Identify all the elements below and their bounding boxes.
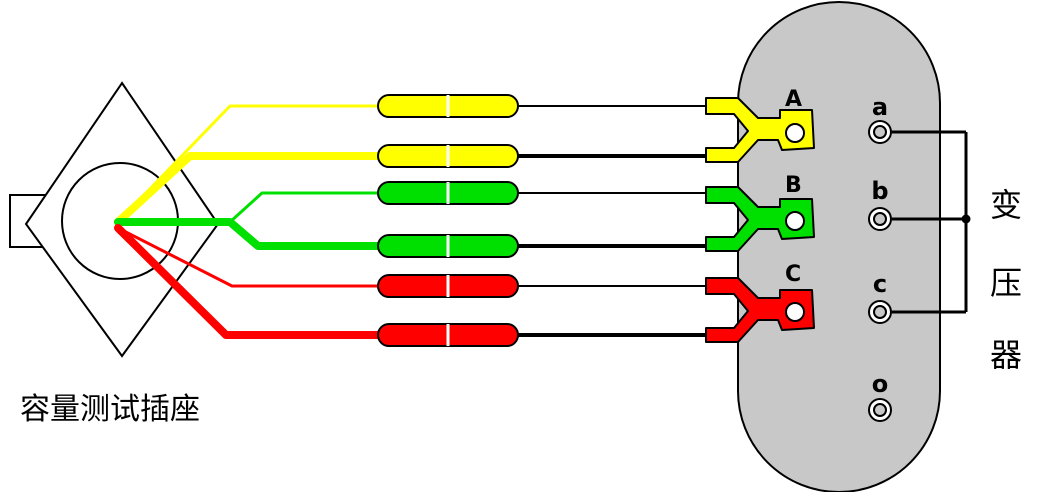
connector-red-1 [377, 274, 519, 298]
socket-label: 容量测试插座 [20, 392, 200, 427]
clamp-c [705, 277, 815, 343]
socket-leads [114, 104, 384, 339]
lv-terminals [868, 120, 892, 422]
lv-short-bus [892, 130, 971, 314]
connector-red-2 [377, 323, 519, 347]
connector-green-1 [377, 181, 519, 205]
lead-red-lower [114, 224, 384, 339]
transformer-title-char-3: 器 [990, 336, 1023, 374]
transformer-title-char-1: 变 [990, 186, 1023, 224]
hv-label-b: B [785, 173, 802, 198]
connector-yellow-1 [377, 94, 519, 118]
connector-yellow-2 [377, 144, 519, 168]
clamp-a [705, 97, 815, 163]
clamp-b [705, 186, 815, 252]
terminal-c [868, 300, 892, 324]
lv-label-a: a [872, 93, 888, 121]
lead-green-lower [114, 218, 384, 250]
connector-green-2 [377, 234, 519, 258]
lead-yellow-lower [114, 152, 384, 226]
transformer-title-char-2: 压 [990, 264, 1023, 302]
lv-label-o: o [872, 370, 889, 398]
lead-red-upper [116, 226, 382, 288]
inline-connectors [377, 94, 519, 347]
hv-label-c: C [785, 262, 801, 287]
terminal-o [868, 398, 892, 422]
transformer-body [737, 1, 941, 492]
hv-label-a: A [785, 87, 802, 112]
terminal-a [868, 120, 892, 144]
lv-label-b: b [871, 177, 888, 205]
clamp-leads [518, 105, 712, 337]
lv-label-c: c [873, 270, 887, 298]
terminal-b [868, 207, 892, 231]
